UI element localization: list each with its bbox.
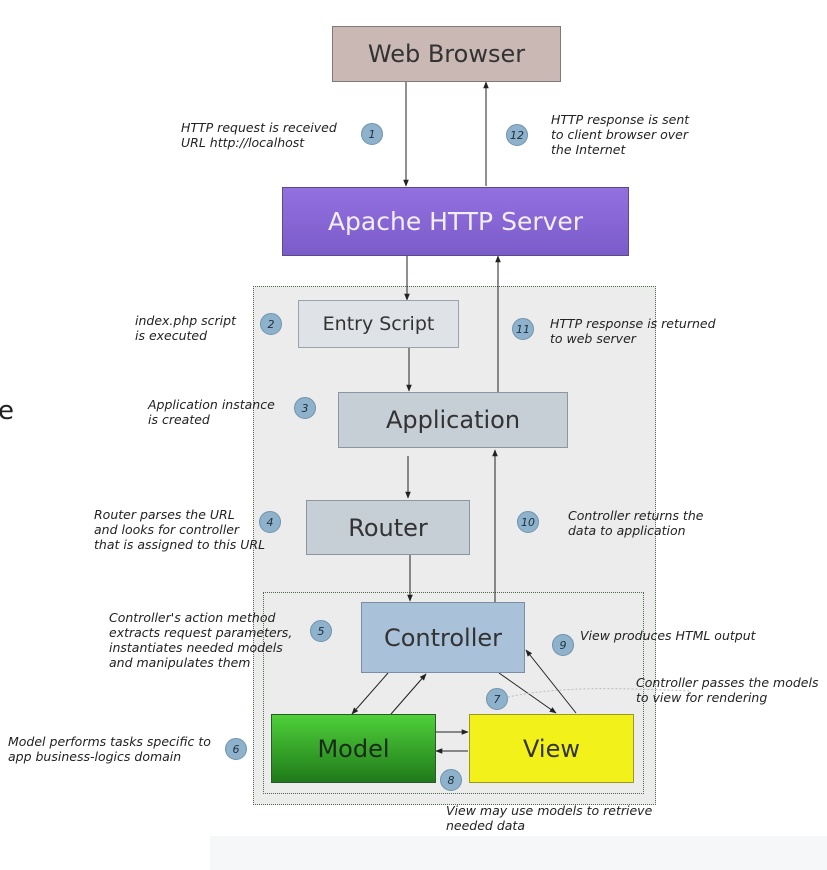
arrow-view-to-controller — [525, 649, 577, 714]
step-4-badge: 4 — [259, 511, 281, 533]
bottom-shade — [210, 836, 827, 870]
application-box: Application — [338, 392, 568, 448]
step-3-text: Application instance is created — [148, 397, 275, 427]
step-7-badge: 7 — [486, 688, 508, 710]
apache-server-box: Apache HTTP Server — [282, 187, 629, 256]
step-10-text: Controller returns the data to applicati… — [568, 508, 704, 538]
arrow-controller-to-view — [498, 672, 557, 714]
step-12-text: HTTP response is sent to client browser … — [551, 112, 690, 157]
step-1-text: HTTP request is received URL http://loca… — [181, 120, 337, 150]
step-2-badge: 2 — [260, 313, 282, 335]
step-5-text: Controller's action method extracts requ… — [109, 610, 293, 670]
router-box: Router — [306, 500, 470, 555]
step-11-badge: 11 — [512, 318, 534, 340]
apache-server-label: Apache HTTP Server — [327, 207, 584, 236]
application-label: Application — [385, 406, 521, 434]
view-label: View — [523, 734, 580, 763]
step-3-badge: 3 — [294, 397, 316, 419]
arrow-controller-to-model — [351, 672, 389, 715]
step-1-badge: 1 — [361, 123, 383, 145]
web-browser-label: Web Browser — [367, 40, 526, 68]
callout-step-7 — [507, 688, 691, 698]
mvc-region — [263, 592, 644, 794]
arrow-model-to-controller — [390, 673, 427, 715]
step-11-text: HTTP response is returned to web server — [550, 316, 716, 346]
step-9-text: View produces HTML output — [580, 628, 756, 643]
controller-label: Controller — [383, 623, 503, 652]
entry-script-label: Entry Script — [322, 313, 435, 335]
step-12-badge: 12 — [506, 124, 528, 146]
model-box: Model — [271, 714, 436, 783]
step-9-badge: 9 — [552, 634, 574, 656]
step-6-badge: 6 — [225, 738, 247, 760]
step-2-text: index.php script is executed — [135, 313, 236, 343]
step-8-badge: 8 — [440, 769, 462, 791]
step-8-text: View may use models to retrieve needed d… — [446, 803, 653, 833]
step-10-badge: 10 — [517, 511, 539, 533]
web-browser-box: Web Browser — [332, 26, 561, 82]
router-label: Router — [348, 513, 428, 542]
step-4-text: Router parses the URL and looks for cont… — [94, 507, 266, 552]
view-box: View — [469, 714, 634, 783]
step-7-text: Controller passes the models to view for… — [636, 675, 819, 705]
step-6-text: Model performs tasks specific to app bus… — [8, 734, 211, 764]
controller-box: Controller — [361, 602, 525, 673]
model-label: Model — [317, 734, 390, 763]
entry-script-box: Entry Script — [298, 300, 459, 348]
side-text-fragment: e — [0, 396, 14, 426]
step-5-badge: 5 — [310, 620, 332, 642]
